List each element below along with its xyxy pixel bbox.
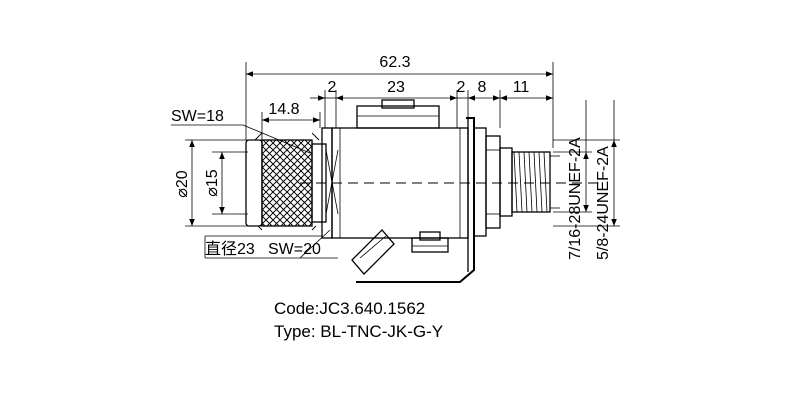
bottom-clip xyxy=(351,229,449,275)
label-thread-5-8: 5/8-24UNEF-2A xyxy=(595,146,612,260)
dim-11: 11 xyxy=(513,79,530,96)
product-type: Type: BL-TNC-JK-G-Y xyxy=(274,322,444,341)
dim-2-right: 2 xyxy=(457,79,466,96)
label-thread-7-16: 7/16-28UNEF-2A xyxy=(567,137,584,260)
label-zhijing23: 直径23 xyxy=(205,240,255,258)
dim-8: 8 xyxy=(478,79,487,96)
thread-dimension-lines: 7/16-28UNEF-2A 5/8-24UNEF-2A xyxy=(553,100,620,260)
bottom-callout: 直径23 SW=20 xyxy=(204,229,338,259)
dim-23: 23 xyxy=(387,79,405,96)
dimension-14-8: 14.8 xyxy=(262,101,320,123)
knurled-nut xyxy=(245,132,327,231)
dim-14-8: 14.8 xyxy=(268,101,299,118)
label-sw18: SW=18 xyxy=(171,108,224,125)
main-body xyxy=(321,99,469,239)
thread-pattern xyxy=(513,151,548,213)
threaded-jack xyxy=(499,147,560,217)
knurl-pattern xyxy=(254,132,320,231)
dim-overall-length: 62.3 xyxy=(379,54,410,71)
product-code: Code:JC3.640.1562 xyxy=(274,299,426,318)
label-sw20: SW=20 xyxy=(268,241,321,258)
mounting-bracket xyxy=(356,117,501,283)
dim-dia20: ⌀20 xyxy=(174,170,191,198)
dim-2-left: 2 xyxy=(328,79,337,96)
dim-dia15: ⌀15 xyxy=(204,169,221,197)
sw18-callout: SW=18 xyxy=(171,108,311,154)
diameter-dimensions: ⌀20 ⌀15 xyxy=(174,139,262,227)
dimension-segments: 2 23 2 8 11 xyxy=(310,79,553,101)
dimension-overall: 62.3 xyxy=(246,54,553,77)
